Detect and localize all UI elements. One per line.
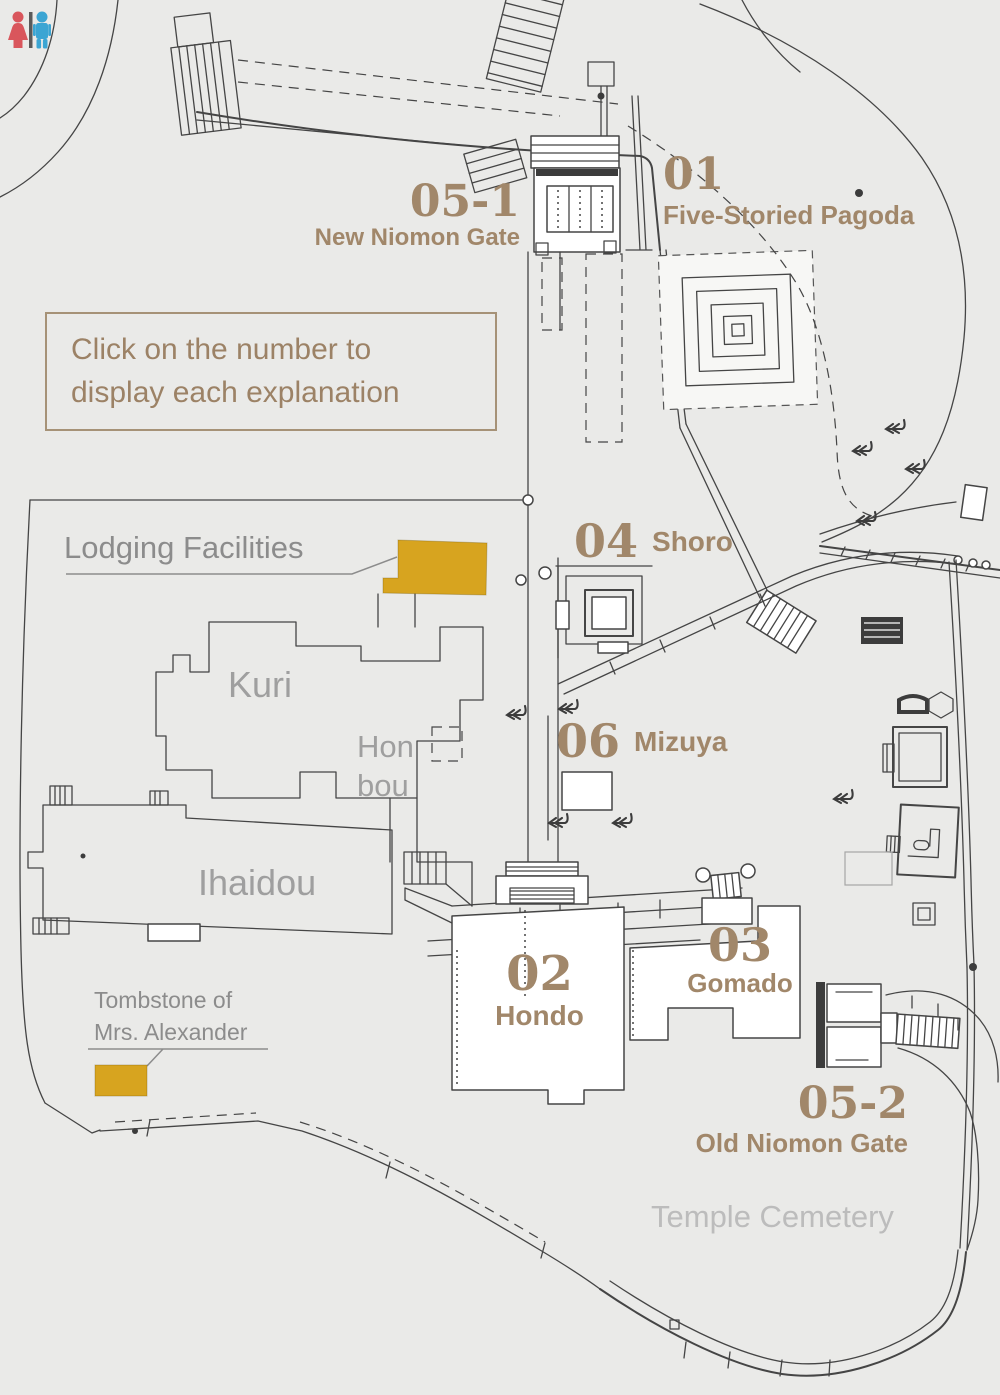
lodging-facilities-highlight — [66, 539, 488, 596]
upper-center-stairs — [485, 0, 615, 141]
tombstone-highlight — [88, 1048, 268, 1097]
marker-five-storied-pagoda-label: Five-Storied Pagoda — [663, 199, 915, 230]
east-buildings — [844, 691, 960, 926]
marker-new-niomon-gate-label: New Niomon Gate — [314, 223, 520, 251]
marker-five-storied-pagoda-number[interactable]: 01 — [663, 149, 725, 200]
shoro-plan — [538, 557, 653, 659]
upper-west-stairs — [170, 12, 242, 136]
marker-new-niomon-gate-number[interactable]: 05-1 — [409, 176, 520, 227]
marker-shoro-number[interactable]: 04 — [574, 514, 639, 568]
central-approach-path — [19, 251, 623, 1104]
instruction-line-1: Click on the number to — [71, 333, 372, 366]
marker-old-niomon-gate: 05-2 Old Niomon Gate — [620, 1078, 908, 1158]
old-niomon-gate-plan — [816, 963, 999, 1251]
east-roads — [627, 0, 1000, 1251]
callout-tombstone: Tombstone of Mrs. Alexander — [94, 984, 247, 1048]
restroom-icons — [8, 11, 51, 49]
pagoda-plan — [657, 249, 819, 411]
marker-mizuya: 06 Mizuya — [556, 718, 727, 765]
hondo-hall-shape — [451, 906, 625, 1105]
marker-shoro-label: Shoro — [652, 526, 733, 558]
marker-new-niomon-gate: 05-1 New Niomon Gate — [250, 176, 520, 251]
marker-hondo-number[interactable]: 02 — [506, 946, 573, 1002]
upper-path — [196, 59, 661, 251]
corner-road-arcs — [0, 0, 119, 198]
marker-shoro: 04 Shoro — [574, 518, 733, 565]
marker-gomado-label: Gomado — [687, 967, 793, 998]
new-niomon-gate-plan — [463, 95, 653, 256]
instruction-box: Click on the number to display each expl… — [45, 312, 497, 432]
marker-gomado-number[interactable]: 03 — [707, 918, 772, 972]
callout-tombstone-line1: Tombstone of — [94, 987, 233, 1013]
mizuya-plan — [561, 771, 613, 811]
marker-mizuya-number[interactable]: 06 — [556, 714, 621, 768]
marker-mizuya-label: Mizuya — [634, 726, 728, 758]
kuri-honbou-outline — [155, 621, 484, 907]
gomado-hall-shape — [629, 905, 801, 1041]
marker-hondo-label: Hondo — [495, 999, 584, 1031]
marker-old-niomon-gate-number[interactable]: 05-2 — [797, 1078, 908, 1129]
area-label-honbou: Hon bou — [357, 728, 414, 806]
marker-old-niomon-gate-label: Old Niomon Gate — [695, 1127, 908, 1158]
instruction-line-2: display each explanation — [71, 375, 400, 409]
area-label-ihaidou: Ihaidou — [198, 862, 317, 903]
callout-lodging-facilities: Lodging Facilities — [64, 530, 304, 565]
callout-tombstone-line2: Mrs. Alexander — [94, 1019, 248, 1046]
ihaidou-outline — [27, 785, 393, 942]
female-restroom-icon — [8, 11, 28, 48]
hondo-platform — [403, 851, 756, 957]
area-label-temple-cemetery: Temple Cemetery — [651, 1199, 894, 1234]
cemetery-boundary — [44, 1102, 967, 1377]
area-label-honbou-line1: Hon — [357, 729, 414, 764]
area-label-honbou-line2: bou — [357, 767, 409, 803]
area-label-kuri: Kuri — [228, 664, 293, 705]
marker-hondo: 02 Hondo — [452, 950, 627, 1032]
marker-five-storied-pagoda: 01 Five-Storied Pagoda — [663, 149, 915, 230]
restroom-divider — [29, 12, 33, 48]
male-restroom-icon — [33, 11, 51, 49]
marker-gomado: 03 Gomado — [660, 922, 820, 998]
